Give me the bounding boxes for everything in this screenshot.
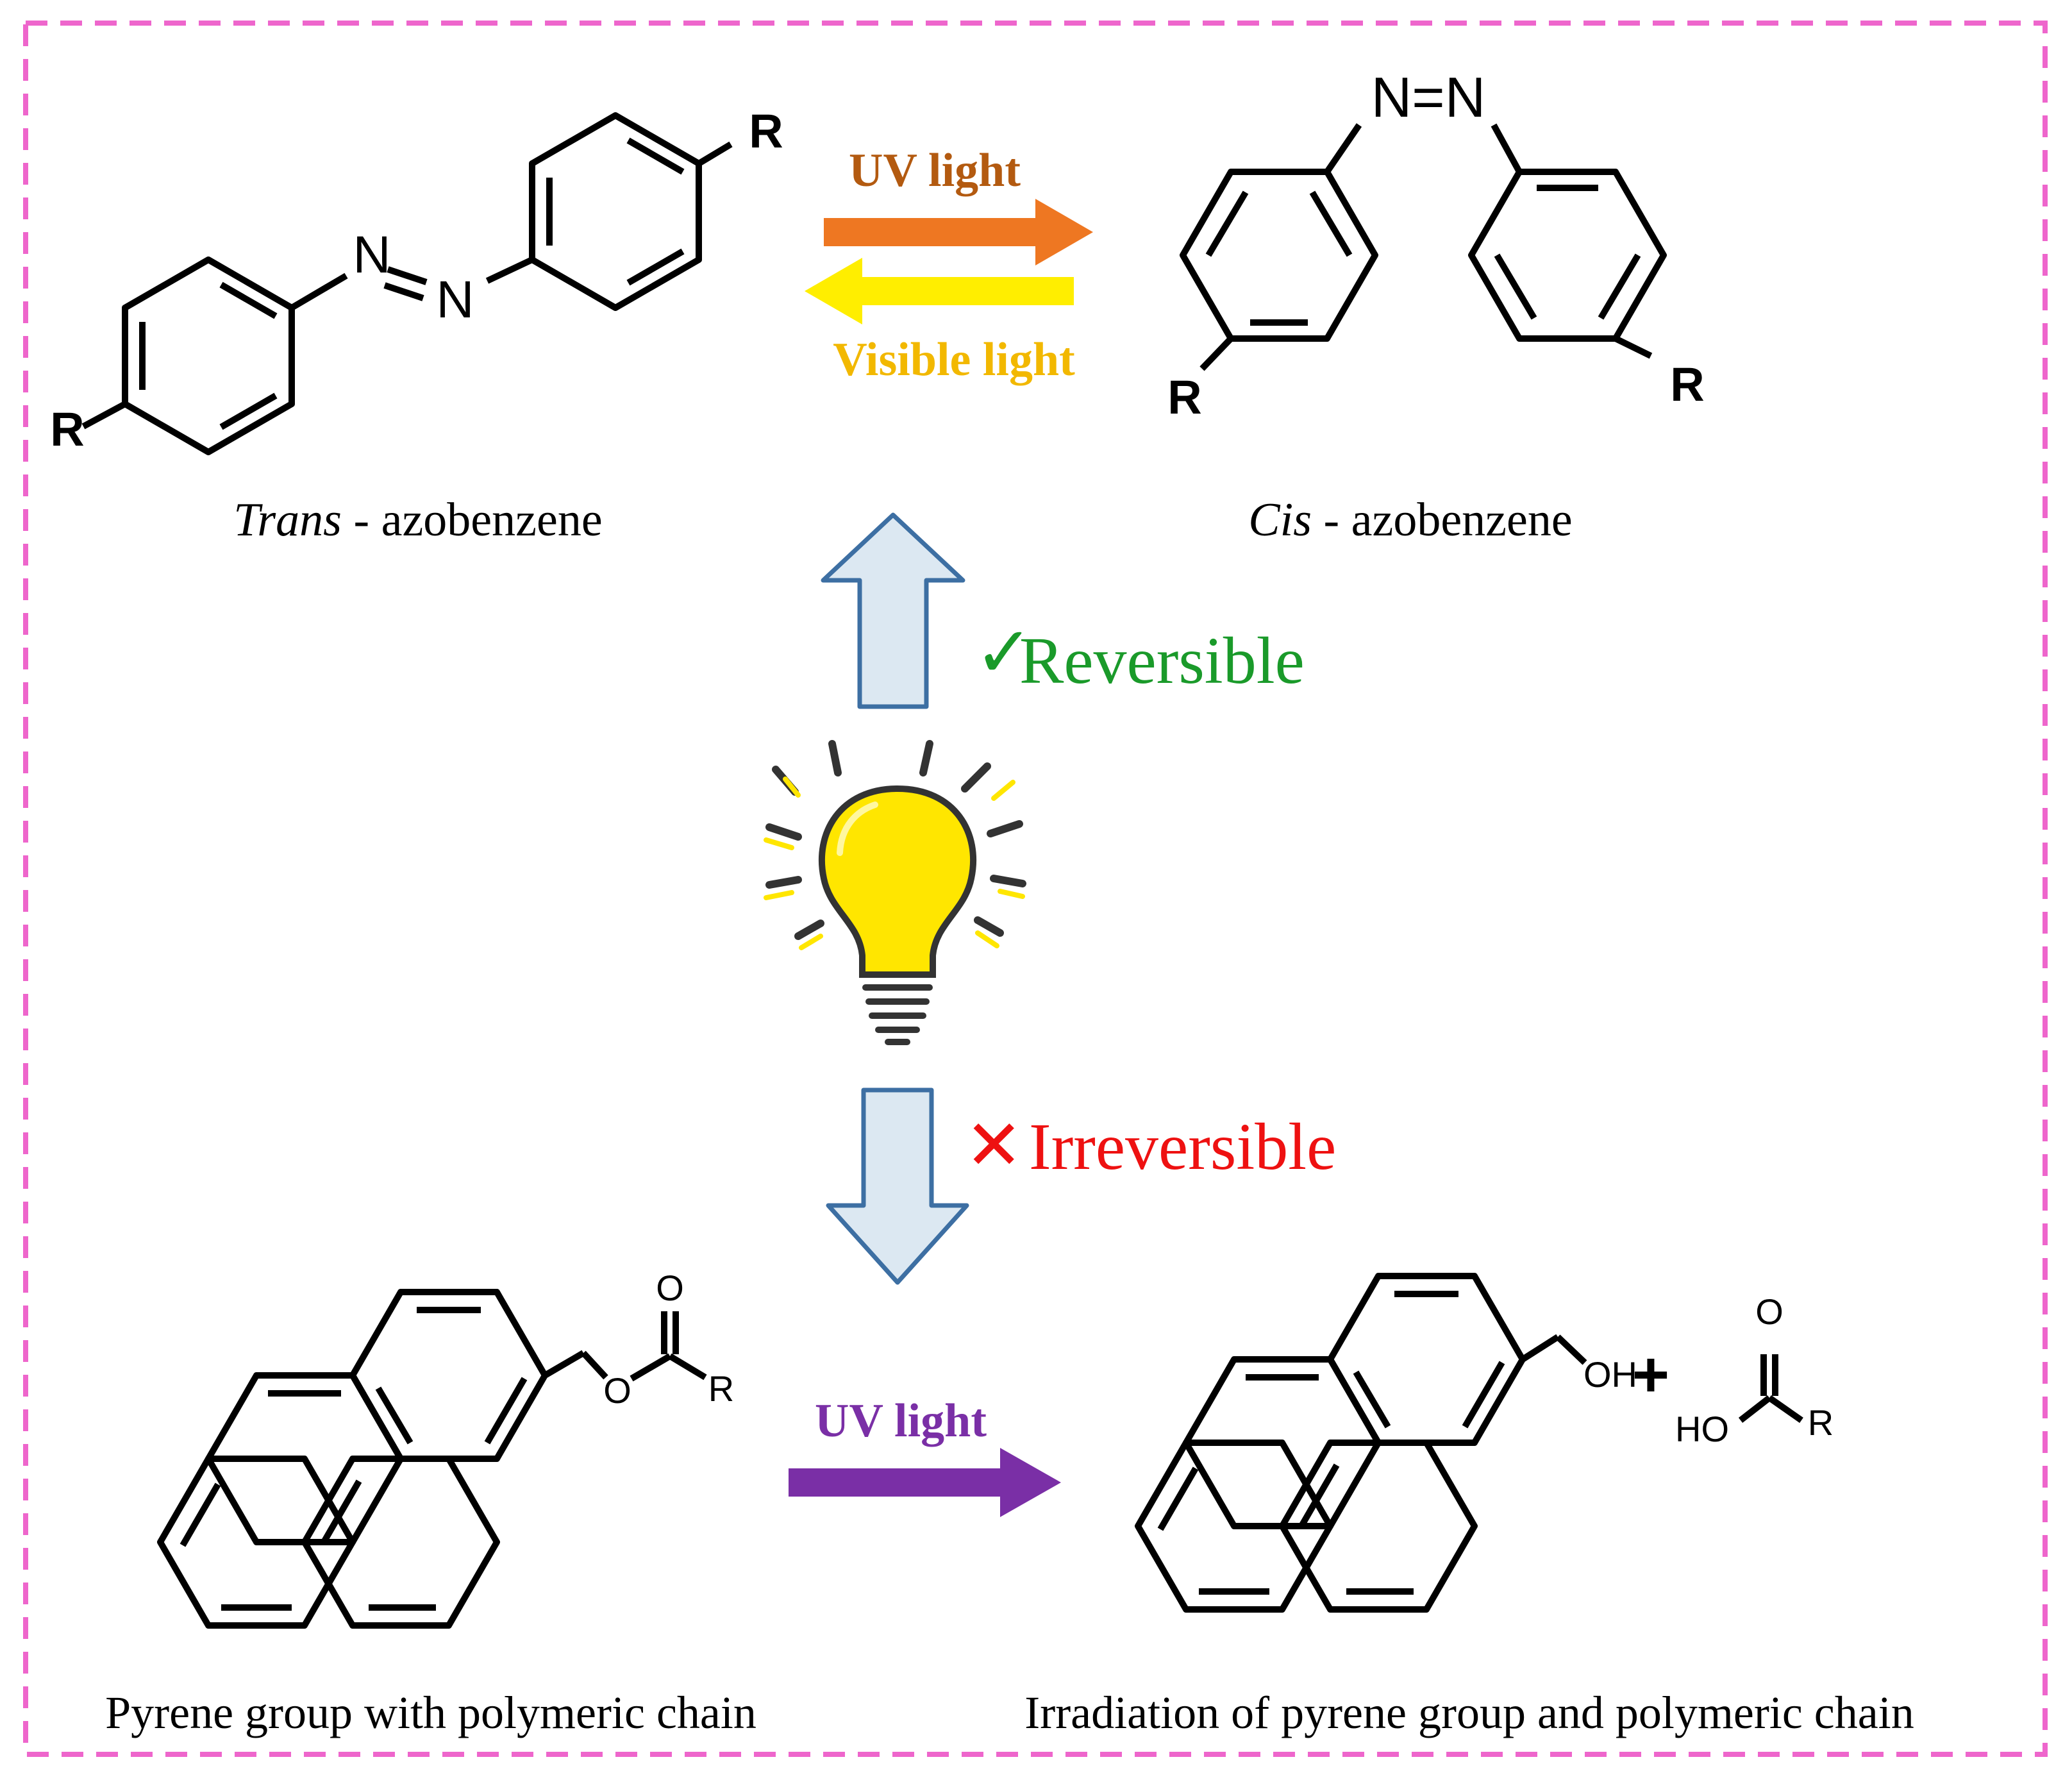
trans-azobenzene-structure: [81, 112, 733, 455]
irreversible-label: Irreversible: [1029, 1110, 1336, 1184]
pyrene-product-structure: [1135, 1273, 1803, 1613]
reactant-ester-o-atom: O: [603, 1370, 631, 1411]
trans-r-top-atom: R: [749, 105, 783, 158]
reversible-check-icon: ✓: [974, 613, 1033, 692]
products-caption: Irradiation of pyrene group and polymeri…: [1024, 1687, 1914, 1738]
uv-irradiation-arrow: [789, 1448, 1061, 1517]
uv-forward-arrow: [824, 199, 1093, 265]
uv-light-label-top: UV light: [849, 144, 1021, 197]
product-ho-group: HO: [1675, 1409, 1729, 1449]
trans-n2-atom: N: [436, 271, 474, 329]
cis-r-left-atom: R: [1167, 371, 1201, 424]
light-bulb-icon: [764, 740, 1026, 1045]
product-carbonyl-o-atom: O: [1755, 1291, 1784, 1332]
product-oh-group: OH: [1583, 1354, 1637, 1395]
reactant-carbonyl-o-atom: O: [656, 1268, 684, 1308]
dashed-frame: [23, 21, 2048, 1757]
visible-light-label: Visible light: [833, 333, 1075, 386]
cis-r-right-atom: R: [1670, 358, 1704, 411]
trans-n1-atom: N: [353, 226, 390, 284]
uv-light-label-bottom: UV light: [815, 1395, 987, 1447]
reversible-up-arrow: [821, 512, 965, 709]
plus-sign: +: [1632, 1339, 1669, 1411]
irreversible-down-arrow: [826, 1087, 969, 1285]
visible-reverse-arrow: [805, 258, 1074, 324]
trans-azobenzene-caption: Trans - azobenzene: [233, 494, 602, 546]
product-r-atom: R: [1808, 1402, 1834, 1443]
irreversible-x-icon: ✕: [965, 1106, 1023, 1184]
cis-azobenzene-structure: [1180, 123, 1667, 371]
trans-r-bottom-atom: R: [50, 403, 84, 456]
cis-azobenzene-caption: Cis - azobenzene: [1248, 494, 1572, 546]
pyrene-reactant-structure: [157, 1289, 707, 1629]
reversible-label: Reversible: [1019, 624, 1305, 698]
reactant-caption: Pyrene group with polymeric chain: [105, 1687, 756, 1738]
cis-n-n-atoms: N=N: [1371, 65, 1486, 129]
reactant-r-atom: R: [708, 1368, 734, 1409]
